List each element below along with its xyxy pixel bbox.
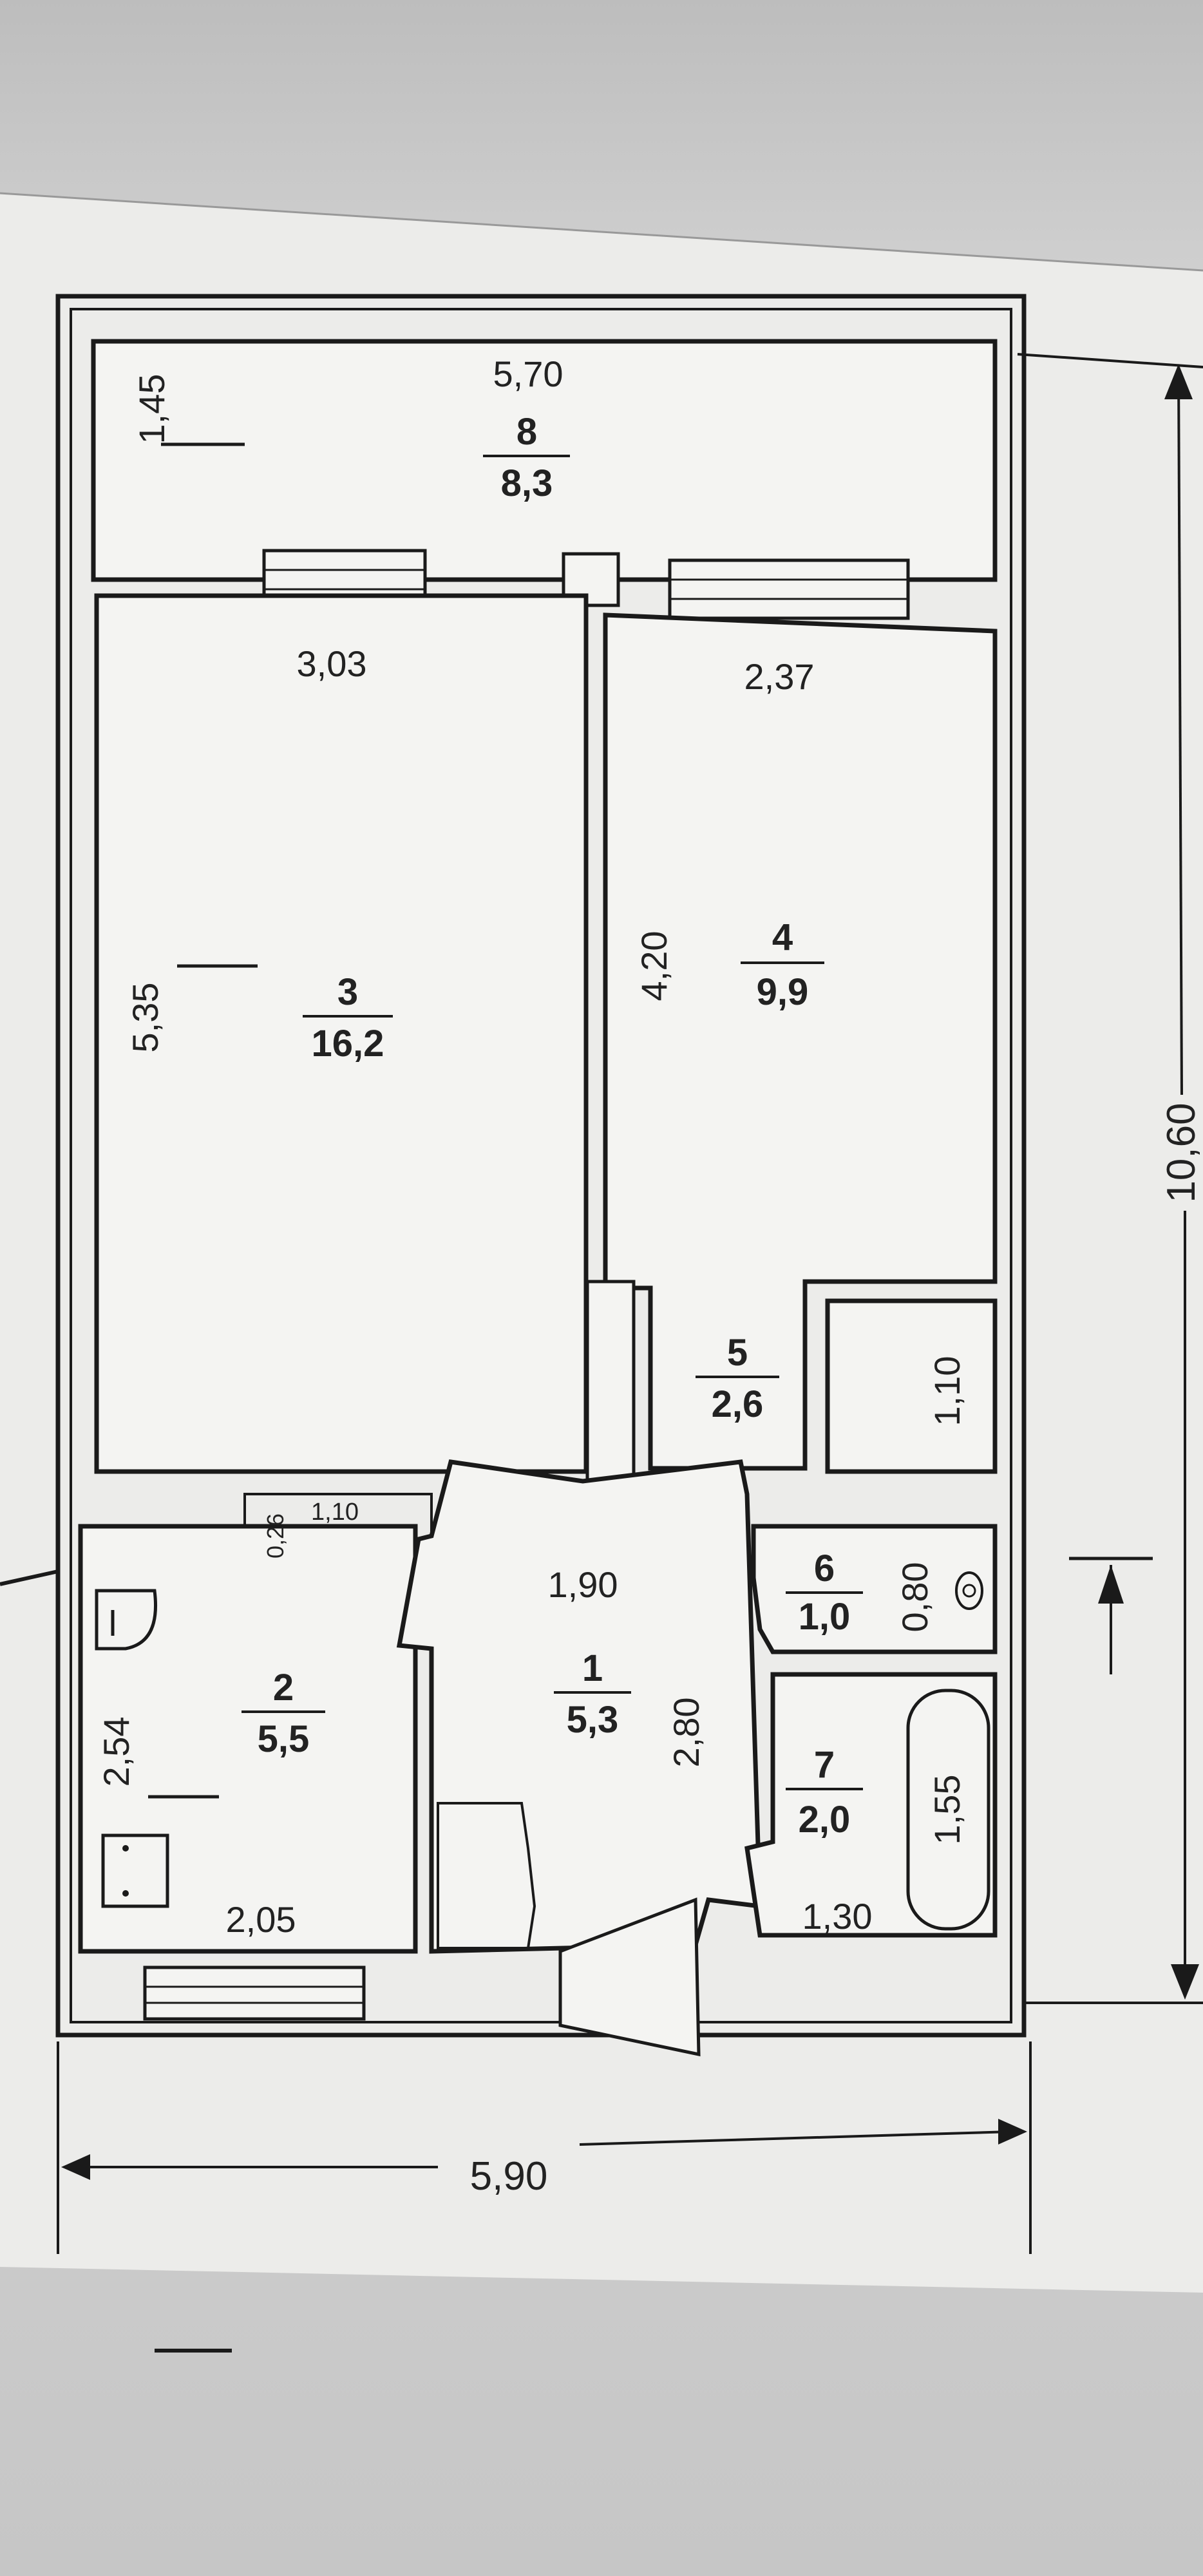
room-3 — [94, 593, 589, 1474]
room-3-area: 16,2 — [312, 1023, 384, 1065]
room4-width-label: 2,37 — [744, 656, 815, 697]
closet — [825, 1298, 998, 1474]
balcony-room-8 — [91, 339, 998, 582]
width-dimension — [57, 2041, 1032, 2254]
bath-upper-width-label: 1,10 — [311, 1499, 359, 1526]
outer-wall — [55, 294, 1027, 2038]
entrance-door — [558, 1897, 701, 2057]
bath-length-label: 2,54 — [96, 1717, 137, 1787]
length-dimension — [1017, 353, 1203, 2004]
hall-width-label: 1,90 — [548, 1564, 618, 1605]
overall-length-label: 10,60 — [1159, 1103, 1203, 1202]
hall-length-label: 2,80 — [666, 1698, 706, 1768]
room-6-area: 1,0 — [799, 1596, 851, 1638]
toilet-icon — [95, 1589, 158, 1651]
inner-wall-outline — [70, 308, 1012, 2023]
balcony-depth-label: 1,45 — [131, 374, 172, 444]
bathtub — [906, 1689, 990, 1931]
partition-wall — [585, 1280, 636, 1490]
room4-length-label: 4,20 — [634, 931, 674, 1001]
balcony-width-label: 5,70 — [493, 354, 564, 394]
left-section-mark — [0, 1569, 59, 1586]
room-1-number: 1 — [582, 1647, 603, 1689]
entrance-wall — [143, 1965, 366, 2021]
room-5-number: 5 — [727, 1332, 748, 1374]
room-7-area: 2,0 — [799, 1799, 851, 1841]
room-7-number: 7 — [814, 1744, 835, 1786]
closet-depth-label: 1,10 — [927, 1356, 967, 1426]
room-2-number: 2 — [273, 1667, 294, 1709]
bath-width-label: 2,05 — [226, 1899, 296, 1940]
room-2-area: 5,5 — [258, 1718, 310, 1760]
sink-icon — [101, 1833, 169, 1908]
wardrobe — [437, 1802, 536, 1949]
window-room-4 — [668, 558, 910, 620]
room-6-number: 6 — [814, 1548, 835, 1589]
section-arrow — [1069, 1557, 1153, 1674]
room-4-area: 9,9 — [757, 971, 809, 1013]
wc-toilet-icon — [955, 1571, 983, 1610]
room-6 — [751, 1524, 998, 1654]
bath-small-label: 0,26 — [262, 1513, 289, 1558]
wc-width-label: 0,80 — [895, 1562, 935, 1633]
room-5-area: 2,6 — [712, 1383, 764, 1425]
paper-edge-line — [0, 192, 1203, 272]
tub-length-label: 1,55 — [927, 1775, 967, 1845]
room-3-number: 3 — [337, 971, 358, 1013]
room3-width-label: 3,03 — [297, 643, 367, 684]
room-8-number: 8 — [516, 411, 537, 453]
overall-width-label: 5,90 — [470, 2154, 548, 2199]
room-2-notch — [243, 1493, 433, 1539]
room-1-area: 5,3 — [567, 1699, 619, 1741]
room-4-number: 4 — [772, 916, 793, 958]
room-8-area: 8,3 — [501, 462, 553, 504]
room7-width-label: 1,30 — [802, 1896, 873, 1937]
room3-length-label: 5,35 — [125, 983, 166, 1053]
